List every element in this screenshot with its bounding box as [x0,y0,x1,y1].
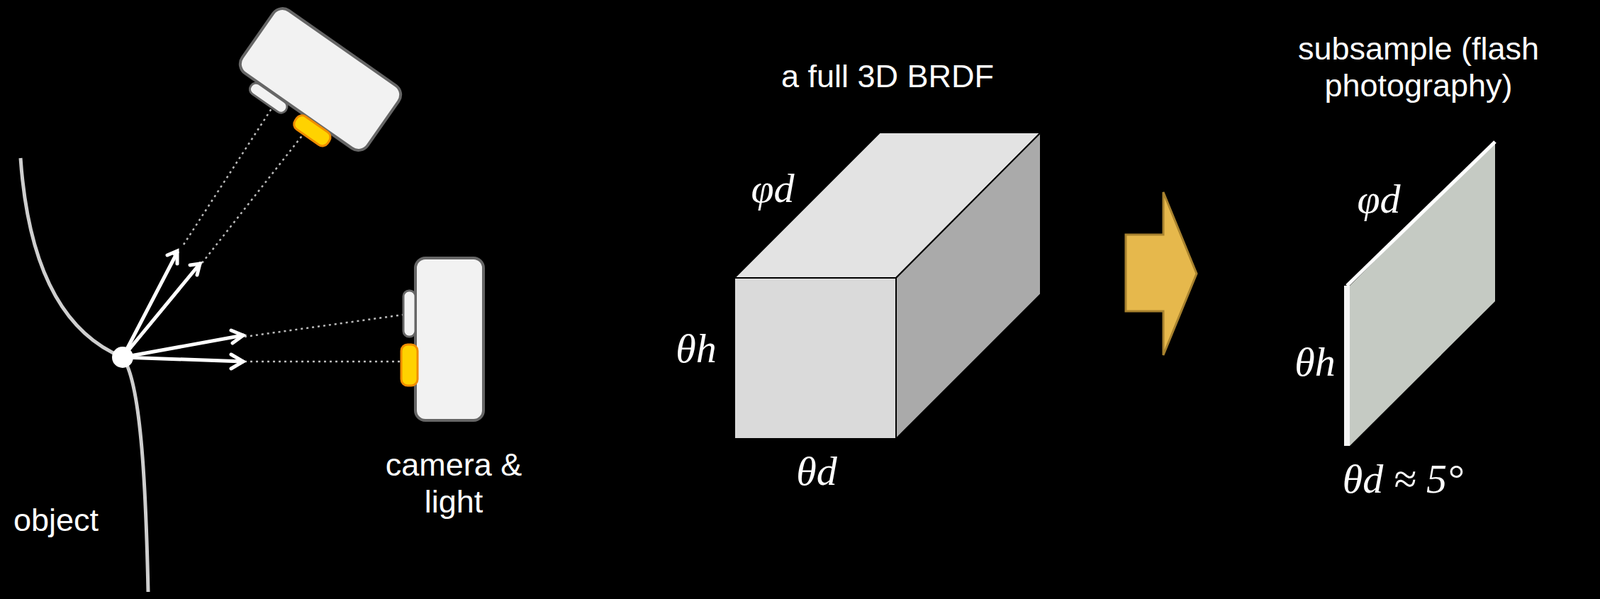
camera-top [226,4,405,169]
axis-label: θd ≈ 5° [1342,455,1464,504]
camera-right [401,258,484,421]
axis-label: θh [1294,338,1336,387]
heading: a full 3D BRDF [781,58,994,95]
heading: subsample (flash photography) [1251,30,1586,105]
device-label: camera & light [365,446,543,521]
brdf-slice [1344,141,1496,446]
ray-arrows [122,250,244,369]
axis-label: φd [1356,175,1401,224]
axis-label: φd [750,165,794,213]
surface-point [112,346,134,368]
block-arrow [1125,192,1197,356]
brdf-cube [734,132,1041,439]
object-label: object [13,501,99,539]
axis-label: θd [796,448,838,496]
axis-label: θh [675,325,717,373]
sight-lines [183,102,409,362]
